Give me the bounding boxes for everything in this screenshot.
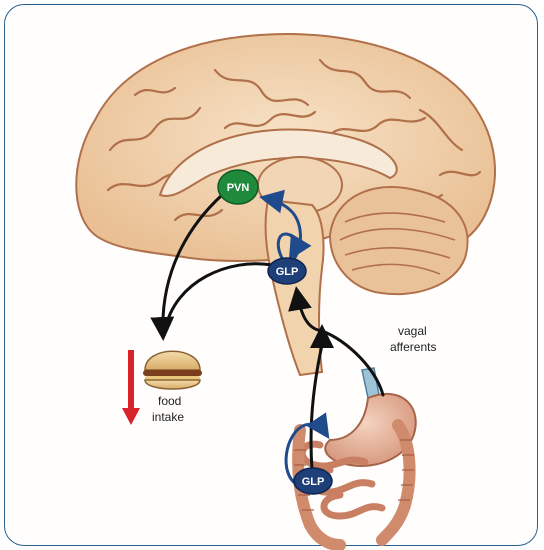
vagal-label-line1: vagal bbox=[398, 324, 427, 338]
glp-brain-label: GLP bbox=[276, 266, 299, 278]
decrease-arrow-icon bbox=[122, 350, 140, 425]
vagal-label-line2: afferents bbox=[390, 340, 436, 354]
glp-gut-node: GLP bbox=[294, 468, 332, 494]
food-label-line2: intake bbox=[152, 410, 184, 424]
pvn-label: PVN bbox=[227, 182, 250, 194]
food-label-line1: food bbox=[158, 394, 181, 408]
glp-gut-label: GLP bbox=[302, 476, 325, 488]
burger-icon bbox=[143, 351, 202, 389]
glp-brain-node: GLP bbox=[268, 258, 306, 284]
pvn-node: PVN bbox=[218, 170, 258, 204]
arrow-glp-to-food bbox=[165, 264, 272, 330]
